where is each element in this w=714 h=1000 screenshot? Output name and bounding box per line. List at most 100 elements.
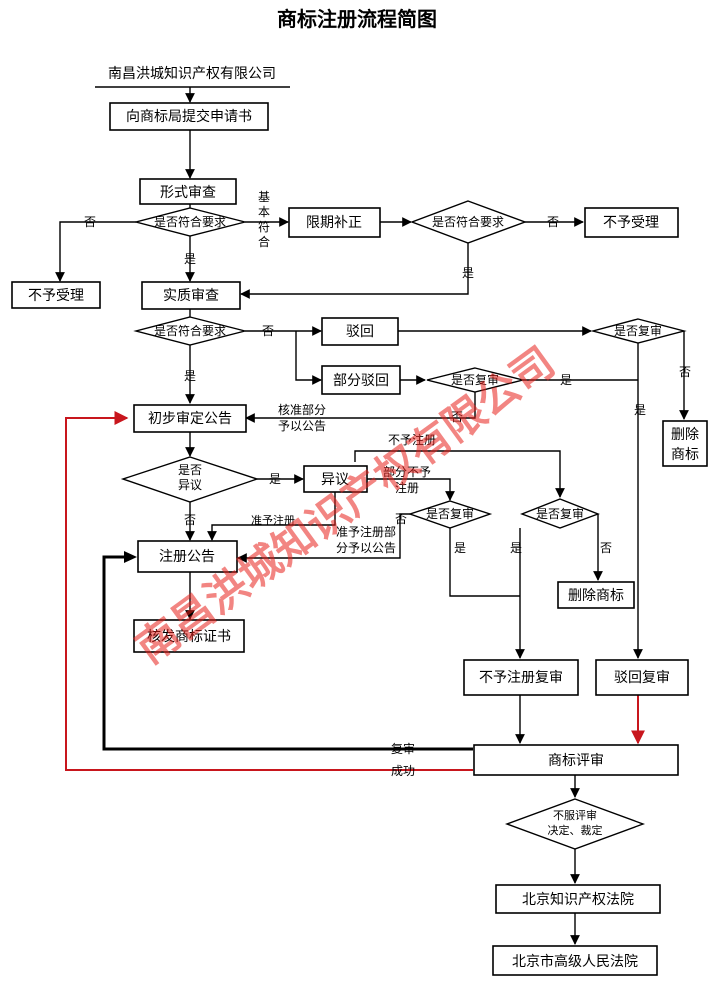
label-basic-ok-1: 基 <box>258 190 270 204</box>
node-high-court <box>492 945 658 976</box>
decision-opposition-line1: 是否 <box>178 463 202 477</box>
label-no-opposition: 否 <box>184 513 196 527</box>
node-nonreg-review <box>463 659 579 696</box>
line-review-return <box>102 555 473 751</box>
label-no-partial-review: 否 <box>451 410 463 424</box>
node-nonreg-review-label: 不予注册复审 <box>479 669 563 686</box>
node-delete-mark-line2: 商标 <box>671 447 699 463</box>
label-yes-substantive: 是 <box>184 369 196 383</box>
edge-labels: 否 基 本 符 合 是 否 是 否 是 否 是 是 否 核准部分 予以公告 是 … <box>84 190 691 778</box>
arrow-q-reject-left <box>55 221 136 282</box>
node-tm-board-label: 商标评审 <box>548 753 604 769</box>
label-no-refuse-review: 否 <box>679 365 691 379</box>
decision-partial-review <box>426 367 524 393</box>
label-basic-ok-2: 本 <box>258 205 270 219</box>
arrow-opp-approve <box>207 492 336 541</box>
decision-refuse-review-label: 是否复审 <box>614 323 662 338</box>
decision-correction <box>410 200 528 244</box>
node-formal-review <box>139 178 237 205</box>
node-opposition <box>303 465 368 493</box>
connectors <box>55 87 689 945</box>
node-delete-mark-line1: 删除 <box>671 427 699 443</box>
node-partial-refuse-label: 部分驳回 <box>333 373 389 389</box>
node-ip-court-label: 北京知识产权法院 <box>522 891 634 908</box>
node-register-announce-label: 注册公告 <box>159 549 215 565</box>
label-approve-register: 准予注册 <box>251 513 295 527</box>
arrow-q7-register <box>237 513 410 563</box>
decision-disagree <box>504 798 646 850</box>
label-yes-formal: 是 <box>184 252 196 266</box>
node-submit-label: 向商标局提交申请书 <box>126 108 252 125</box>
decision-opposition-line2: 异议 <box>178 478 202 492</box>
node-prelim-announce <box>133 404 247 433</box>
label-no-correction: 否 <box>547 215 559 229</box>
label-partial-no-register-1: 部分不予 <box>383 464 431 479</box>
label-no-register: 不予注册 <box>388 432 436 447</box>
label-success: 成功 <box>391 764 415 778</box>
decision-opposition <box>120 456 260 503</box>
decision-partial-review-label: 是否复审 <box>451 372 499 387</box>
label-partial-approve-1: 核准部分 <box>278 402 326 417</box>
decision-opp-partial-review <box>407 500 493 529</box>
line-q7-join <box>449 528 520 597</box>
node-prelim-announce-label: 初步审定公告 <box>148 410 232 427</box>
node-reject-right <box>584 207 679 238</box>
node-high-court-label: 北京市高级人民法院 <box>512 953 638 970</box>
node-reject-left <box>11 281 101 309</box>
arrow-q5-prelim <box>245 392 476 423</box>
node-ip-court <box>495 884 661 914</box>
label-no-formal: 否 <box>84 215 96 229</box>
line-success-return <box>65 411 473 771</box>
label-approve-partial-2: 分予以公告 <box>336 541 396 555</box>
node-correction-label: 限期补正 <box>306 215 362 231</box>
node-reject-right-label: 不予受理 <box>603 215 659 231</box>
nodes: 向商标局提交申请书 形式审查 是否符合要求 不予受理 限期补正 是否符合要求 不… <box>11 102 708 976</box>
decision-opp-partial-review-label: 是否复审 <box>426 506 474 521</box>
label-partial-approve-2: 予以公告 <box>278 419 326 433</box>
label-yes-partial-review: 是 <box>560 373 572 387</box>
label-basic-ok-4: 合 <box>258 234 270 249</box>
node-issue-cert <box>133 619 245 653</box>
label-partial-no-register-2: 注册 <box>395 480 419 495</box>
decision-disagree-line1: 不服评审 <box>553 808 597 822</box>
node-register-announce <box>137 540 238 573</box>
node-delete-mark <box>662 420 708 467</box>
label-yes-refuse-review: 是 <box>634 403 646 417</box>
decision-formal <box>133 207 246 237</box>
label-approve-partial-1: 准予注册部 <box>336 524 396 539</box>
arrow-q3-partial <box>295 331 322 385</box>
node-issue-cert-label: 核发商标证书 <box>147 629 231 645</box>
company-name: 南昌洪城知识产权有限公司 <box>108 65 276 82</box>
node-substantive-review-label: 实质审查 <box>163 288 219 304</box>
node-delete-mark2 <box>557 581 635 609</box>
decision-substantive-label: 是否符合要求 <box>154 323 226 338</box>
label-yes-correction: 是 <box>462 266 474 280</box>
decision-refuse-review <box>590 318 687 344</box>
arrowhead-review-return <box>124 551 137 563</box>
node-refuse-label: 驳回 <box>346 324 374 340</box>
node-formal-review-label: 形式审查 <box>160 185 216 201</box>
label-yes-opp-partial: 是 <box>454 541 466 555</box>
decision-substantive <box>133 316 246 346</box>
label-yes-opposition: 是 <box>269 472 281 486</box>
node-reject-left-label: 不予受理 <box>28 288 84 304</box>
label-no-substantive: 否 <box>262 324 274 338</box>
node-delete-mark2-label: 删除商标 <box>568 588 624 604</box>
decision-opp-refuse-review-label: 是否复审 <box>536 506 584 521</box>
decision-opp-refuse-review <box>520 498 600 529</box>
arrow-opp-no-register <box>354 450 565 498</box>
node-refuse-review-label: 驳回复审 <box>614 669 670 686</box>
node-substantive-review <box>141 281 241 310</box>
label-yes-opp-refuse: 是 <box>510 541 522 555</box>
label-review: 复审 <box>391 741 415 756</box>
decision-correction-label: 是否符合要求 <box>432 214 504 229</box>
node-opposition-label: 异议 <box>321 472 349 488</box>
label-no-opp-refuse: 否 <box>600 541 612 555</box>
node-tm-board <box>473 744 679 776</box>
page-title: 商标注册流程简图 <box>277 7 437 31</box>
node-correction <box>288 207 381 238</box>
node-refuse <box>321 317 399 346</box>
arrow-opp-partial <box>367 478 455 501</box>
decision-formal-label: 是否符合要求 <box>154 214 226 229</box>
